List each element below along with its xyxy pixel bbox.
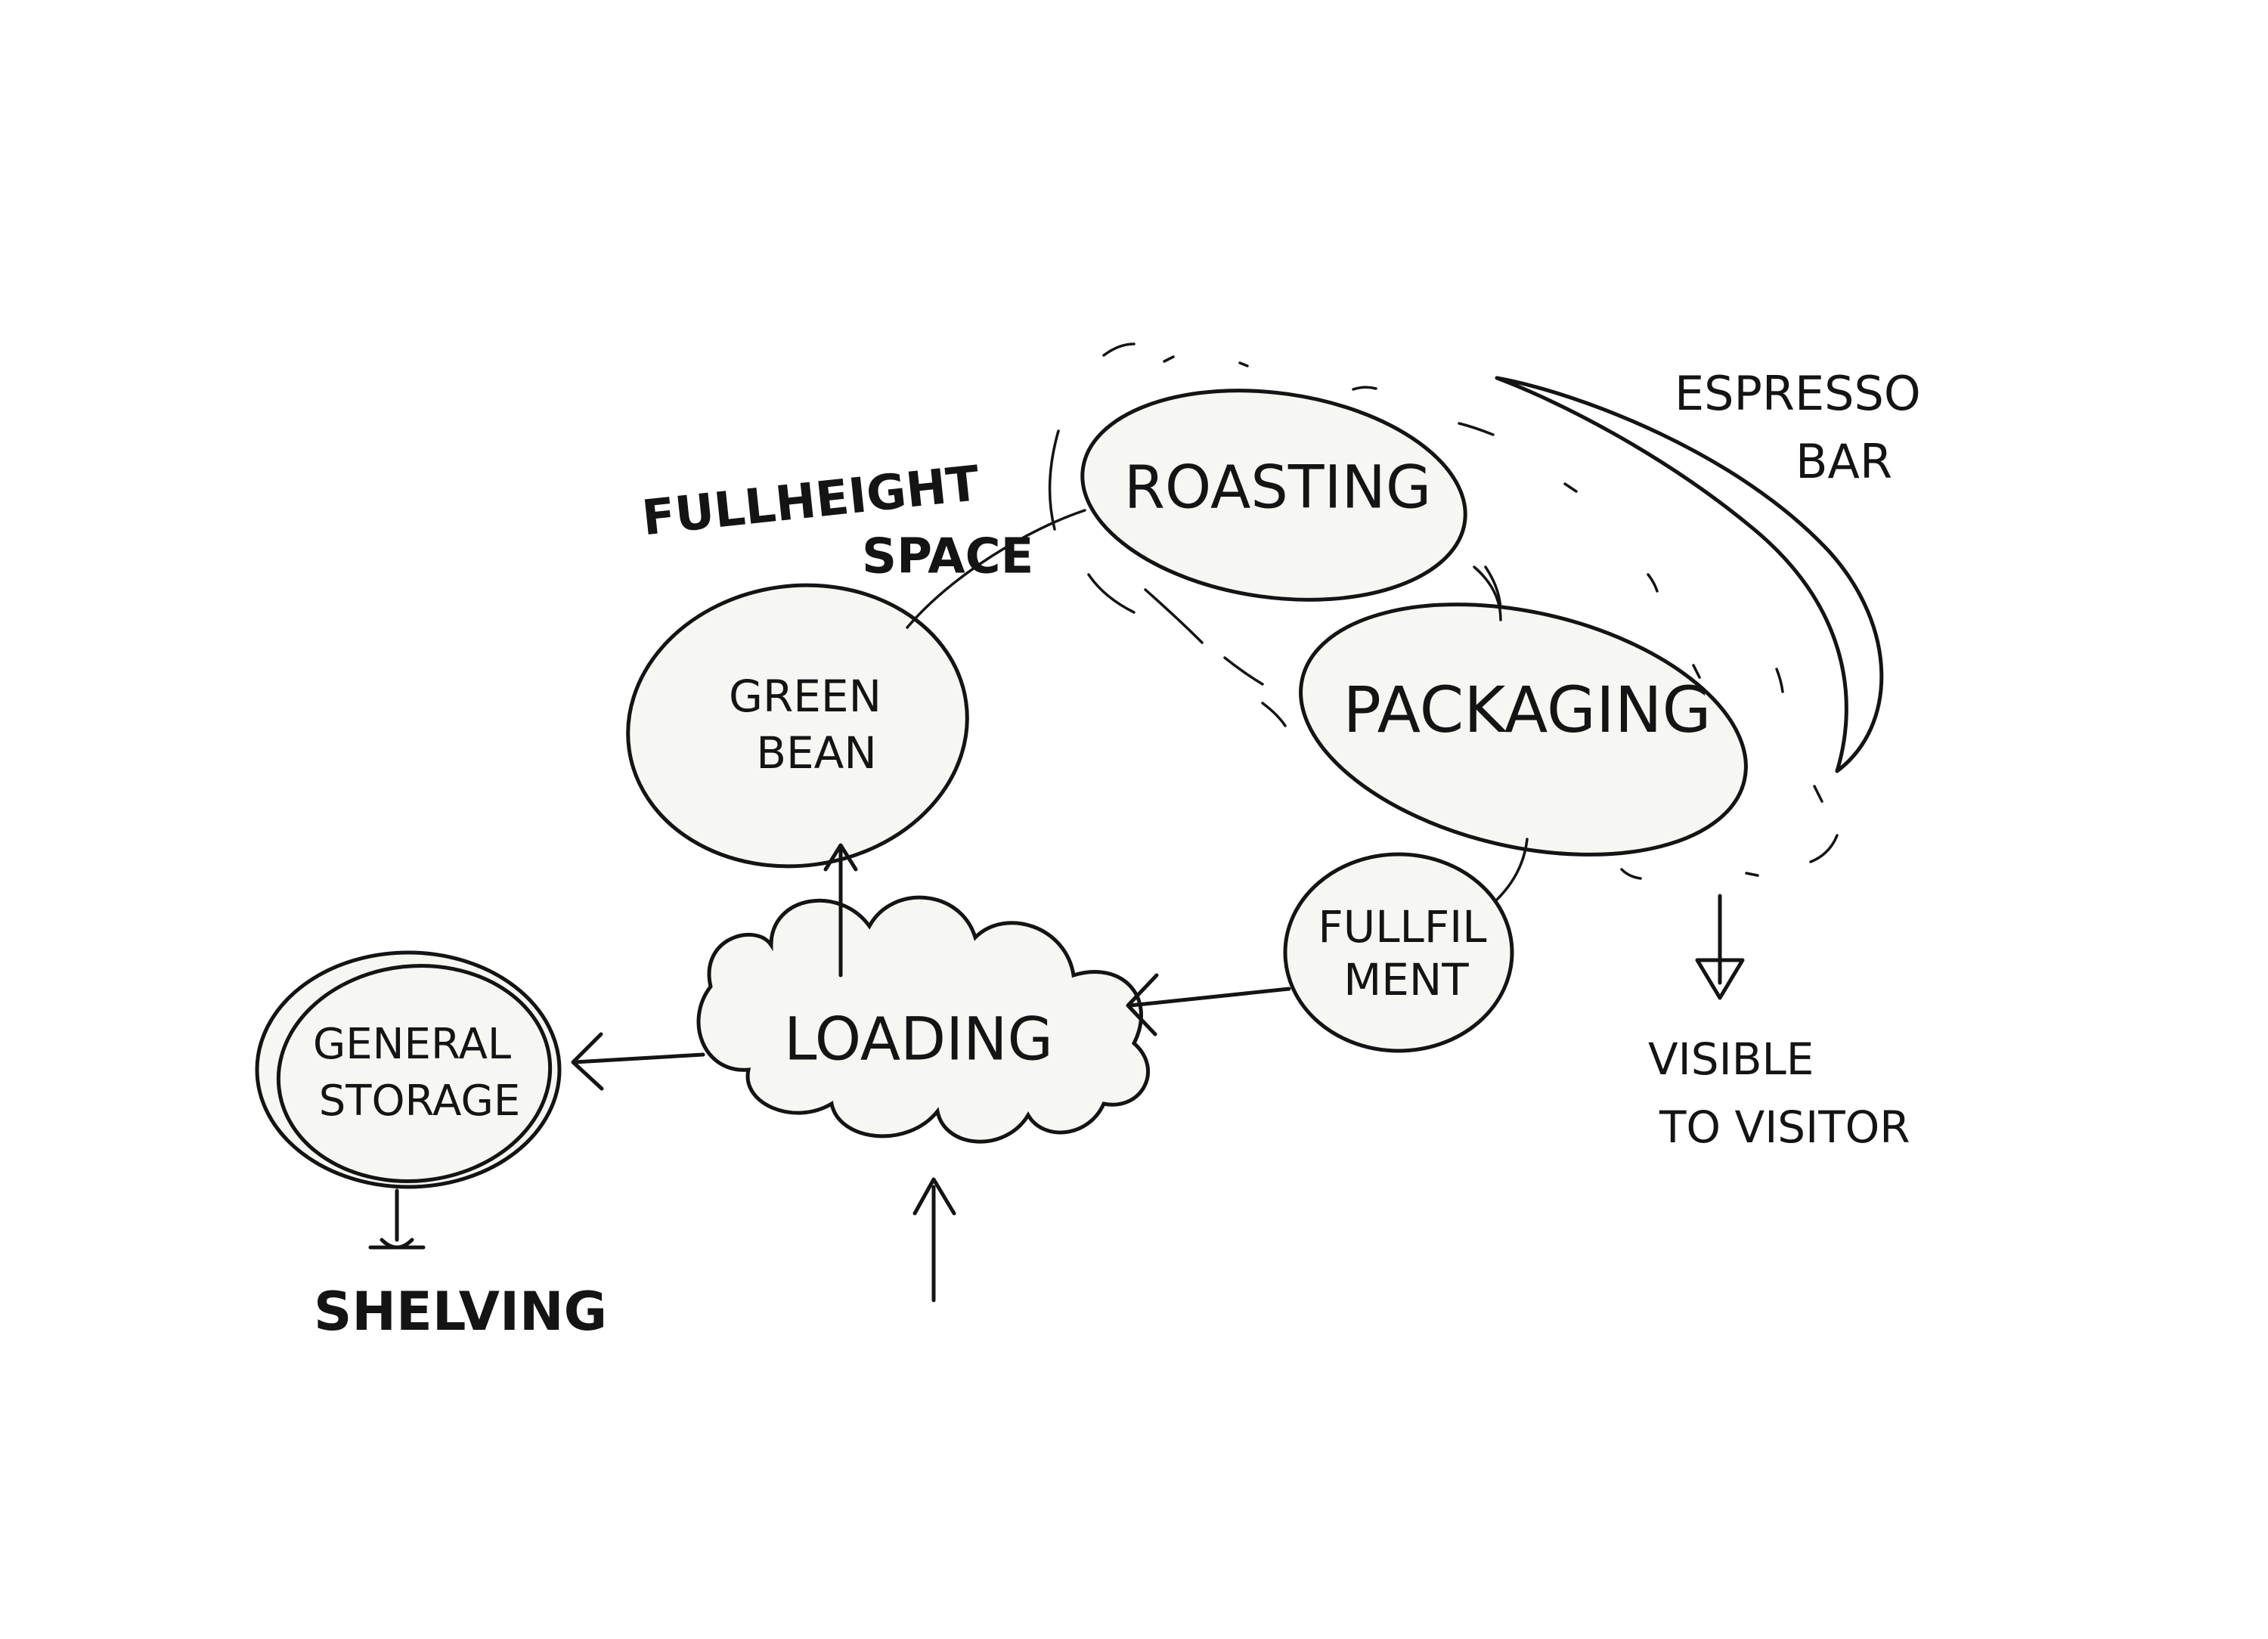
full-height-label-line2: SPACE bbox=[862, 529, 1033, 585]
visible-to-visitor-label-line2: TO VISITOR bbox=[1659, 1101, 1910, 1153]
loading-label: LOADING bbox=[784, 1005, 1053, 1074]
green-bean-label-line1: GREEN bbox=[729, 671, 881, 722]
general-storage-bubble bbox=[255, 950, 562, 1189]
general-storage-label-line1: GENERAL bbox=[313, 1020, 511, 1069]
roasting-bubble bbox=[1080, 389, 1467, 602]
fulfillment-bubble bbox=[1283, 852, 1514, 1053]
green-bean-label-line2: BEAN bbox=[756, 727, 877, 779]
fulfillment-label-line1: FULLFIL bbox=[1318, 901, 1486, 953]
visible-to-visitor-label-line1: VISIBLE bbox=[1648, 1033, 1814, 1085]
espresso-bar-label-line2: BAR bbox=[1796, 434, 1892, 489]
packaging-label: PACKAGING bbox=[1343, 673, 1711, 747]
roasting-label: ROASTING bbox=[1124, 454, 1432, 522]
shelving-label: SHELVING bbox=[314, 1281, 607, 1343]
fulfillment-label-line2: MENT bbox=[1343, 954, 1469, 1005]
loading-cloud bbox=[696, 895, 1150, 1144]
connectors bbox=[368, 509, 1745, 1303]
espresso-bar-shape bbox=[1495, 376, 1884, 773]
packaging-bubble bbox=[1299, 603, 1748, 857]
espresso-bar-label-line1: ESPRESSO bbox=[1675, 366, 1921, 421]
green-bean-bubble bbox=[626, 583, 969, 869]
general-storage-label-line2: STORAGE bbox=[319, 1077, 521, 1126]
